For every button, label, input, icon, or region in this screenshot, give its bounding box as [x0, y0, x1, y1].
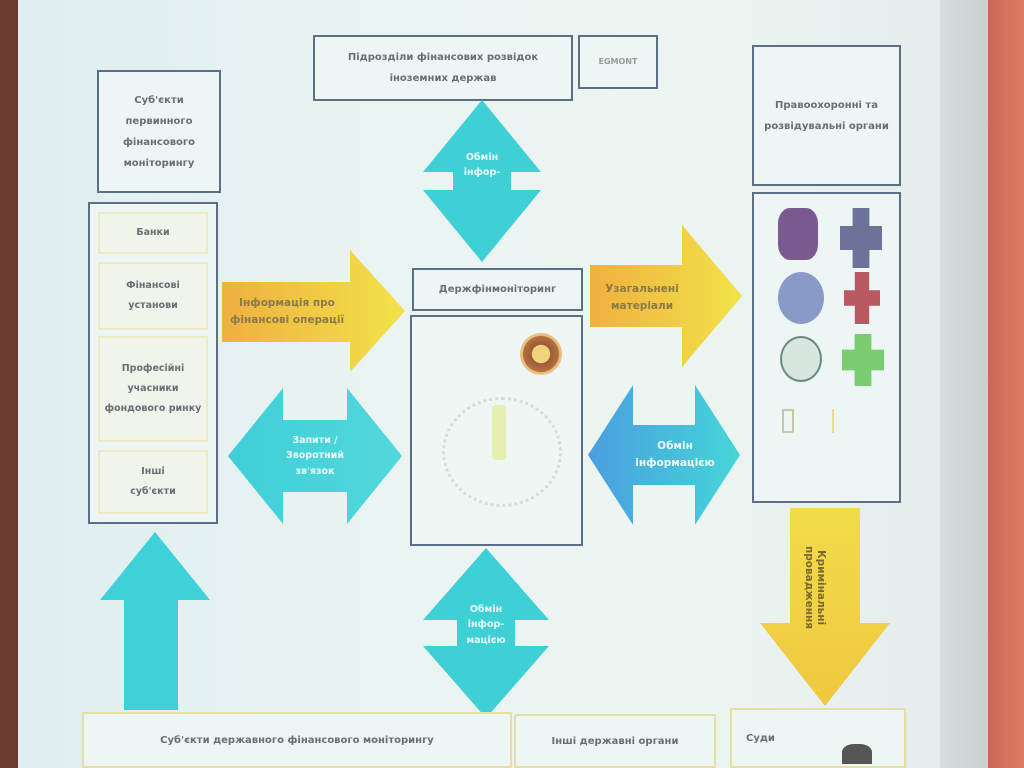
fiu-emblem-icon — [520, 333, 562, 375]
item-label: Професійні учасники фондового ринку — [104, 363, 202, 414]
primary-monitoring-header: Суб'єкти первинного фінансового монітори… — [97, 70, 221, 193]
info-ops-arrow — [222, 250, 405, 372]
state-monitoring-subjects-box: Суб'єкти державного фінансового монітори… — [82, 712, 512, 768]
requests-label: Запити / Зворотний зв'язок — [286, 435, 344, 477]
other-state-bodies-box: Інші державні органи — [514, 714, 716, 768]
trident-icon — [782, 409, 794, 433]
intelligence-emblem-icon — [778, 272, 824, 324]
fiu-title: Держфінмоніторинг — [438, 284, 557, 295]
item-label: Банки — [136, 227, 170, 239]
nabu-logo-icon — [832, 409, 876, 433]
sbu-emblem-icon — [778, 208, 818, 260]
courts-box: Суди — [730, 708, 906, 768]
foreign-fiu-box: Підрозділи фінансових розвідок іноземних… — [313, 35, 573, 101]
egmont-logo-text: EGMONT — [598, 56, 638, 66]
exchange-right-label: Обмін інформацією — [635, 440, 715, 469]
wall — [988, 0, 1024, 768]
primary-monitoring-label: Суб'єкти первинного фінансового монітори… — [122, 94, 195, 169]
list-item: Інші суб'єкти — [98, 450, 208, 514]
exchange-top-arrow — [423, 100, 541, 262]
state-subjects-label: Суб'єкти державного фінансового монітори… — [160, 734, 434, 746]
criminal-proceedings-label: Кримінальні провадження — [803, 546, 827, 630]
fiu-image-box — [410, 315, 583, 546]
exchange-top-label: Обмін інфор- — [463, 151, 501, 178]
courts-label: Суди — [746, 732, 775, 744]
law-enforcement-label: Правоохоронні та розвідувальні органи — [764, 99, 889, 132]
list-item: Банки — [98, 212, 208, 254]
item-label: Інші суб'єкти — [130, 466, 176, 497]
foreign-fiu-label: Підрозділи фінансових розвідок іноземних… — [347, 52, 539, 84]
criminal-proceedings-arrow — [760, 508, 890, 706]
egmont-logo: EGMONT — [578, 35, 658, 89]
border-guard-cross-icon — [842, 334, 884, 386]
exchange-right-arrow — [588, 385, 740, 525]
figure-icon — [492, 405, 506, 460]
regulation-arrow — [100, 532, 210, 710]
requests-arrow — [228, 388, 402, 524]
police-emblem-icon — [780, 336, 822, 382]
list-item: Професійні учасники фондового ринку — [98, 336, 208, 442]
scales-icon — [842, 744, 872, 764]
generalized-label: Узагальнені матеріали — [605, 283, 679, 312]
network-icon — [442, 397, 562, 507]
agencies-logos-box — [752, 192, 901, 503]
screen-edge — [940, 0, 988, 768]
military-cross-icon — [844, 272, 880, 324]
item-label: Фінансові установи — [126, 280, 180, 311]
generalized-arrow — [590, 225, 742, 367]
law-enforcement-header: Правоохоронні та розвідувальні органи — [752, 45, 901, 186]
list-item: Фінансові установи — [98, 262, 208, 330]
exchange-bottom-label: Обмін інфор-мацією — [466, 604, 506, 646]
info-ops-label: Інформація про фінансові операції — [229, 297, 345, 326]
national-guard-cross-icon — [840, 208, 882, 268]
other-bodies-label: Інші державні органи — [551, 735, 679, 747]
primary-monitoring-list: Банки Фінансові установи Професійні учас… — [88, 202, 218, 524]
fiu-title-box: Держфінмоніторинг — [412, 268, 583, 311]
exchange-bottom-arrow — [423, 548, 549, 718]
